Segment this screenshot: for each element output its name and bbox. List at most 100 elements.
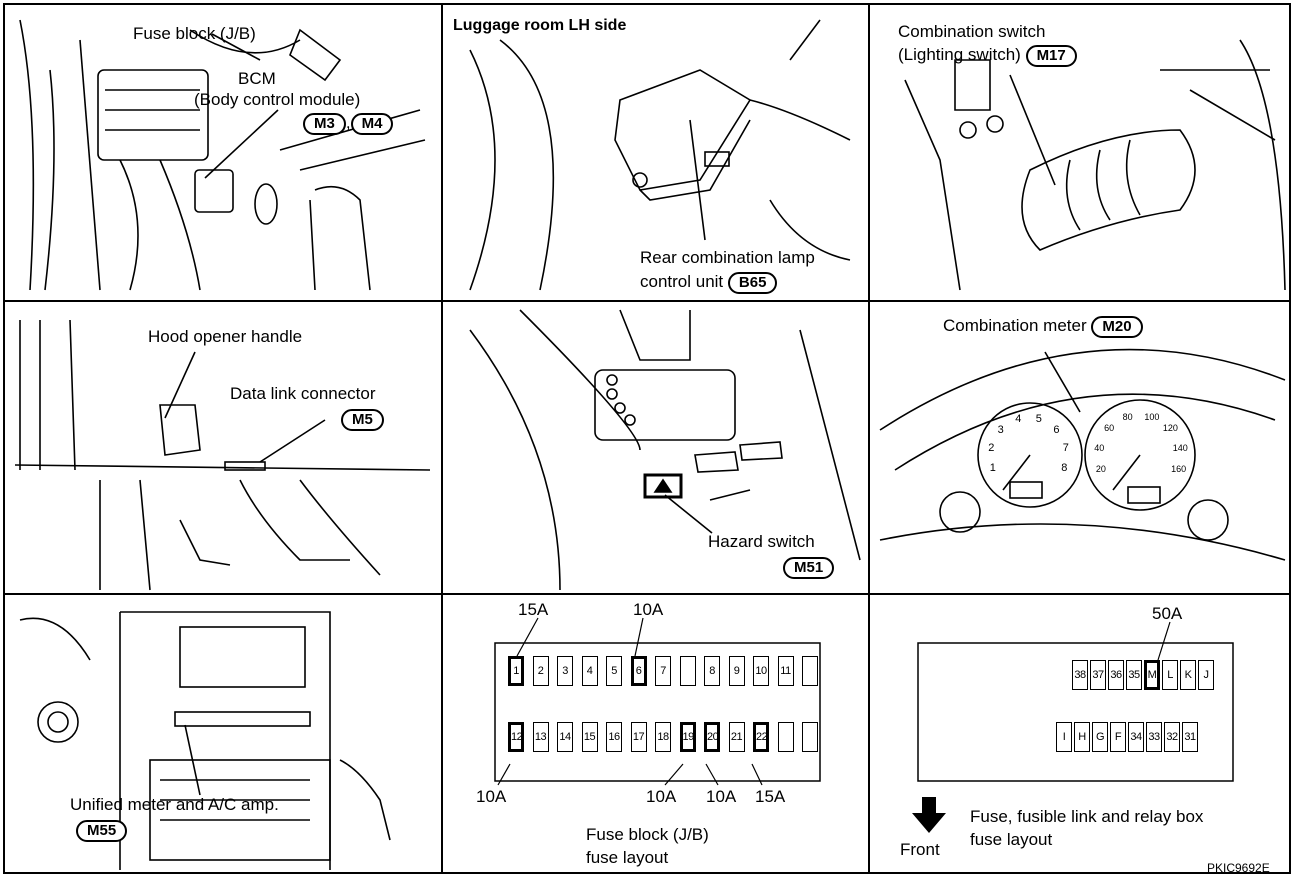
figure-id: PKIC9692E: [1207, 858, 1270, 878]
fuse-slot-g: G: [1092, 722, 1108, 752]
lighting-switch-text: (Lighting switch): [898, 45, 1021, 64]
fuse-block-label: Fuse block (J/B): [133, 24, 256, 44]
luggage-room-title: Luggage room LH side: [453, 16, 626, 36]
fuse-slot-36: 36: [1108, 660, 1124, 690]
connector-badge-m55: M55: [76, 820, 127, 842]
data-link-connector-label: Data link connector: [230, 384, 376, 404]
gauge-tick-label: 40: [1094, 444, 1104, 453]
gauge-tick-label: 4: [1015, 414, 1021, 425]
combination-meter-label: Combination meter M20: [943, 316, 1143, 338]
fuse-slot-33: 33: [1146, 722, 1162, 752]
combination-switch-label-line1: Combination switch: [898, 22, 1045, 42]
gauge-tick-label: 8: [1061, 463, 1067, 474]
fuse-slot-18: 18: [655, 722, 671, 752]
rear-lamp-label-line1: Rear combination lamp: [640, 248, 815, 268]
gauge-tick-label: 120: [1163, 424, 1178, 433]
fuse-slot-16: 16: [606, 722, 622, 752]
fuse-slot-9: 9: [729, 656, 745, 686]
gauge-tick-label: 1: [990, 463, 996, 474]
fuse-slot-f: F: [1110, 722, 1126, 752]
fuse-slot-13: 13: [533, 722, 549, 752]
bcm-full-label: (Body control module): [194, 90, 360, 110]
fuse-slot-17: 17: [631, 722, 647, 752]
jb-caption-line2: fuse layout: [586, 848, 668, 868]
fuse-slot-14: 14: [557, 722, 573, 752]
rear-lamp-label-text: control unit: [640, 272, 723, 291]
fuse-slot-1: 1: [508, 656, 524, 686]
fuse-slot-5: 5: [606, 656, 622, 686]
fuse-slot-35: 35: [1126, 660, 1142, 690]
connector-badge-m17: M17: [1026, 45, 1077, 67]
bcm-connectors: M3,M4: [303, 113, 393, 135]
rating-10a-top: 10A: [633, 600, 663, 620]
fuse-slot-4: 4: [582, 656, 598, 686]
hazard-switch-label: Hazard switch: [708, 532, 815, 552]
fuse-slot-8: 8: [704, 656, 720, 686]
connector-badge-b65: B65: [728, 272, 778, 294]
rating-10a-bottom-3: 10A: [706, 787, 736, 807]
connector-badge-m5: M5: [341, 409, 384, 431]
hood-opener-label: Hood opener handle: [148, 327, 302, 347]
gauge-tick-label: 5: [1036, 414, 1042, 425]
fuse-slot-empty: [778, 722, 794, 752]
fuse-slot-11: 11: [778, 656, 794, 686]
fuse-slot-7: 7: [655, 656, 671, 686]
fuse-slot-20: 20: [704, 722, 720, 752]
gauge-tick-label: 60: [1104, 424, 1114, 433]
gauge-tick-label: 20: [1096, 465, 1106, 474]
fuse-slot-15: 15: [582, 722, 598, 752]
fuse-slot-38: 38: [1072, 660, 1088, 690]
gauge-tick-label: 6: [1053, 425, 1059, 436]
fuse-slot-l: L: [1162, 660, 1178, 690]
fuse-slot-6: 6: [631, 656, 647, 686]
rating-50a: 50A: [1152, 604, 1182, 624]
rating-10a-bottom-2: 10A: [646, 787, 676, 807]
fuse-slot-37: 37: [1090, 660, 1106, 690]
fuse-slot-32: 32: [1164, 722, 1180, 752]
relay-box-caption-line1: Fuse, fusible link and relay box: [970, 807, 1203, 827]
fuse-slot-empty: [680, 656, 696, 686]
hood-dlc-illustration: [15, 320, 430, 590]
jb-caption-line1: Fuse block (J/B): [586, 825, 709, 845]
front-arrow-icon: [912, 797, 946, 833]
front-label: Front: [900, 840, 940, 860]
gauge-tick-label: 160: [1171, 465, 1186, 474]
meter-illustration: [880, 350, 1285, 560]
rating-15a-top: 15A: [518, 600, 548, 620]
relay-box-caption-line2: fuse layout: [970, 830, 1052, 850]
hazard-connector-wrap: M51: [783, 557, 834, 579]
gauge-tick-label: 80: [1123, 413, 1133, 422]
gauge-tick-label: 7: [1063, 443, 1069, 454]
combination-meter-text: Combination meter: [943, 316, 1087, 335]
fuse-slot-empty: [802, 722, 818, 752]
fuse-slot-21: 21: [729, 722, 745, 752]
bcm-illustration: [20, 20, 425, 290]
unified-meter-connector-wrap: M55: [76, 820, 127, 842]
dlc-connector-wrap: M5: [341, 409, 384, 431]
combination-switch-illustration: [905, 40, 1285, 290]
fuse-slot-19: 19: [680, 722, 696, 752]
gauge-tick-label: 140: [1173, 444, 1188, 453]
combination-switch-label-line2: (Lighting switch) M17: [898, 45, 1077, 67]
fuse-slot-3: 3: [557, 656, 573, 686]
fuse-slot-34: 34: [1128, 722, 1144, 752]
fuse-slot-j: J: [1198, 660, 1214, 690]
connector-badge-m4: M4: [351, 113, 394, 135]
connector-badge-m3: M3: [303, 113, 346, 135]
fuse-slot-k: K: [1180, 660, 1196, 690]
gauge-tick-label: 100: [1144, 413, 1159, 422]
fuse-slot-h: H: [1074, 722, 1090, 752]
gauge-tick-label: 3: [998, 425, 1004, 436]
fuse-slot-2: 2: [533, 656, 549, 686]
rear-lamp-label-line2: control unit B65: [640, 272, 777, 294]
rating-10a-bottom-1: 10A: [476, 787, 506, 807]
fuse-slot-empty: [802, 656, 818, 686]
fuse-slot-10: 10: [753, 656, 769, 686]
connector-badge-m51: M51: [783, 557, 834, 579]
fuse-slot-31: 31: [1182, 722, 1198, 752]
connector-badge-m20: M20: [1091, 316, 1142, 338]
fuse-slot-12: 12: [508, 722, 524, 752]
bcm-label: BCM: [238, 69, 276, 89]
fuse-slot-22: 22: [753, 722, 769, 752]
unified-meter-label: Unified meter and A/C amp.: [70, 795, 279, 815]
